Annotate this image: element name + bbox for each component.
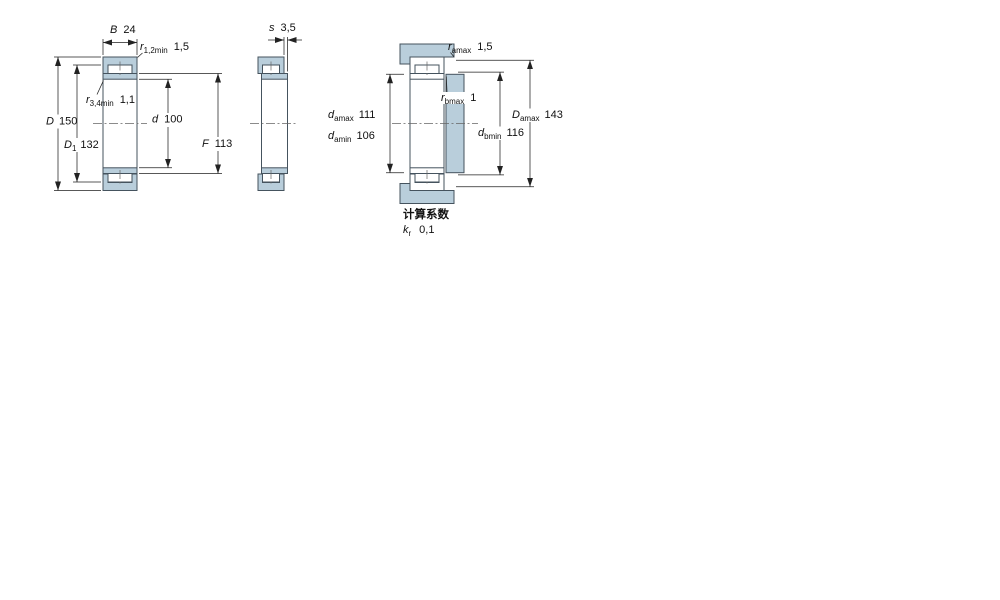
dim-Da-extension bbox=[456, 59, 534, 188]
factors-heading: 计算系数 bbox=[403, 207, 449, 221]
inner-ring-bottom bbox=[261, 167, 288, 175]
dim-rb-label-bg bbox=[437, 92, 487, 104]
inner-ring-top bbox=[261, 73, 288, 80]
outer-ring-bottom bbox=[257, 173, 285, 191]
dim-D-label-bg bbox=[44, 114, 80, 129]
dim-r12-leader bbox=[137, 52, 143, 58]
dim-dbmin-label-bg bbox=[476, 126, 524, 140]
dim-d-label-bg bbox=[150, 113, 186, 127]
dim-ra-leader bbox=[450, 52, 455, 57]
dim-B-extension bbox=[102, 39, 138, 55]
dim-r34-leader bbox=[96, 80, 104, 95]
dim-Damax-label-bg bbox=[508, 108, 566, 122]
outer-ring-bottom bbox=[409, 173, 445, 191]
outer-ring-bottom bbox=[102, 173, 138, 191]
dim-F-extension bbox=[139, 73, 222, 174]
dim-rb-leader bbox=[445, 76, 448, 93]
dim-D1-label-bg bbox=[62, 138, 98, 152]
left-section-view bbox=[93, 56, 147, 191]
dim-F-label-bg bbox=[200, 137, 236, 151]
dim-s-extension bbox=[283, 37, 288, 72]
dim-db-extension bbox=[458, 71, 504, 176]
dim-D-extension bbox=[54, 56, 101, 191]
dim-da-extension bbox=[386, 73, 404, 174]
